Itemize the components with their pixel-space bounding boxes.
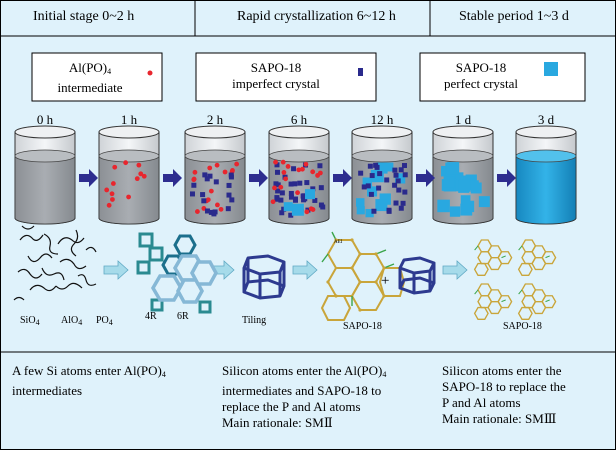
legend-marker-imperfect [358,68,363,76]
tetrahedral-units-icon [13,225,97,301]
arrow-right-icon [497,169,516,187]
note-initial: A few Si atoms enter Al(PO)4 intermediat… [12,363,166,398]
note-rapid: Silicon atoms enter the Al(PO)4 intermed… [222,363,387,430]
time-label: 2 h [206,112,224,127]
sapo-framework-grid-icon [473,239,557,320]
framework-copy [473,239,513,276]
legend-box-perfect [419,52,586,102]
label-sapo-a: SAPO-18 [343,321,382,332]
label-sapo-b: SAPO-18 [503,321,542,332]
label-tiling: Tiling [242,315,267,326]
arrow-right-icon [416,169,435,187]
label-6r: 6R [177,311,189,322]
beaker [14,125,76,225]
small-cage-icon [398,256,436,295]
time-label: 6 h [290,112,308,127]
beaker-arrows [79,169,516,187]
time-label: 1 h [120,112,138,127]
legend-marker-intermediate [147,70,153,76]
time-label: 3 d [537,112,555,127]
header-stage-stable: Stable period 1~3 d [459,9,569,24]
legend-text-imperfect: SAPO-18 imperfect crystal [232,60,320,91]
time-label: 12 h [370,112,394,127]
tiling-arrows [103,260,468,280]
note-stable: Silicon atoms enter the SAPO-18 to repla… [442,363,566,426]
arrow-right-icon [249,169,268,187]
ring-units-icon [136,232,218,314]
beaker [515,125,577,225]
legend-text-perfect: SAPO-18 perfect crystal [444,60,518,91]
legend-text-intermediate: Al(PO)4 intermediate [57,60,123,95]
label-aei: AEI [334,240,343,245]
header-stage-rapid: Rapid crystallization 6~12 h [237,9,396,24]
beaker [268,125,330,225]
beaker [351,125,413,225]
label-sio4: SiO4 [20,315,40,327]
time-label: 0 h [36,112,54,127]
arrow-right-icon [333,169,352,187]
label-4r: 4R [145,311,157,322]
arrow-right-icon [163,169,182,187]
legend-box-imperfect [195,52,377,102]
header-stage-initial: Initial stage 0~2 h [33,9,135,24]
beaker [98,125,160,225]
time-label: 1 d [454,112,472,127]
legend-marker-perfect [544,62,558,76]
sapo-framework-icon [320,231,406,321]
arrow-right-icon [79,169,98,187]
framework-copy [517,283,557,320]
label-plus: + [381,273,390,289]
label-alo4: AlO4 [61,315,83,327]
tiling-cage-icon [242,254,286,300]
beaker [184,125,246,225]
framework-copy [473,283,513,320]
beaker [432,125,494,225]
label-po4: PO4 [96,315,113,327]
legend-box-intermediate [31,52,163,102]
framework-copy [517,239,557,276]
beaker-row [14,125,577,225]
